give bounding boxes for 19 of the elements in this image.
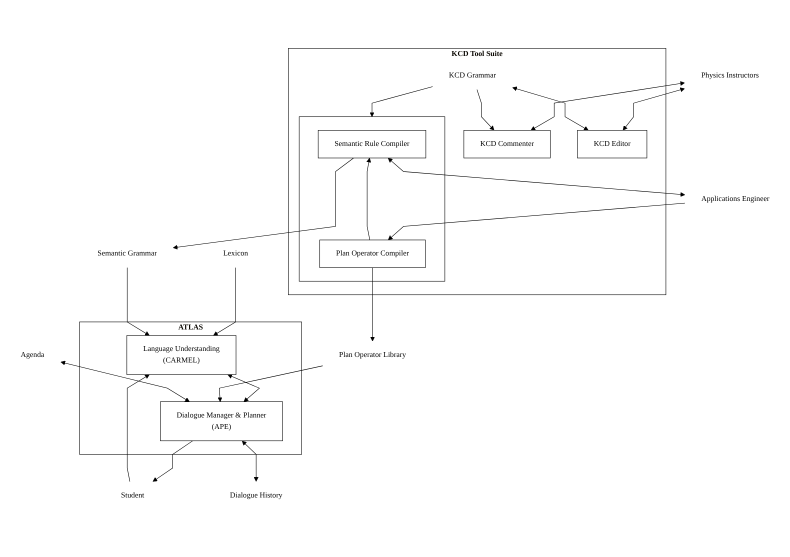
arrow xyxy=(370,267,375,342)
arrow xyxy=(218,365,323,402)
arrow xyxy=(172,157,354,250)
arrow xyxy=(126,267,150,336)
arrow xyxy=(366,158,372,240)
arrow xyxy=(512,86,589,130)
arrow xyxy=(388,158,686,197)
arrow xyxy=(213,267,236,336)
arrow xyxy=(388,202,686,240)
arrow xyxy=(227,374,260,402)
arrow xyxy=(60,360,190,402)
arrow xyxy=(370,86,433,117)
arrow xyxy=(530,80,685,130)
arrow xyxy=(476,89,494,130)
arrow xyxy=(242,440,259,482)
cluster xyxy=(298,116,446,282)
arrow xyxy=(622,87,685,130)
arrow xyxy=(126,374,150,482)
arrow xyxy=(152,440,193,482)
